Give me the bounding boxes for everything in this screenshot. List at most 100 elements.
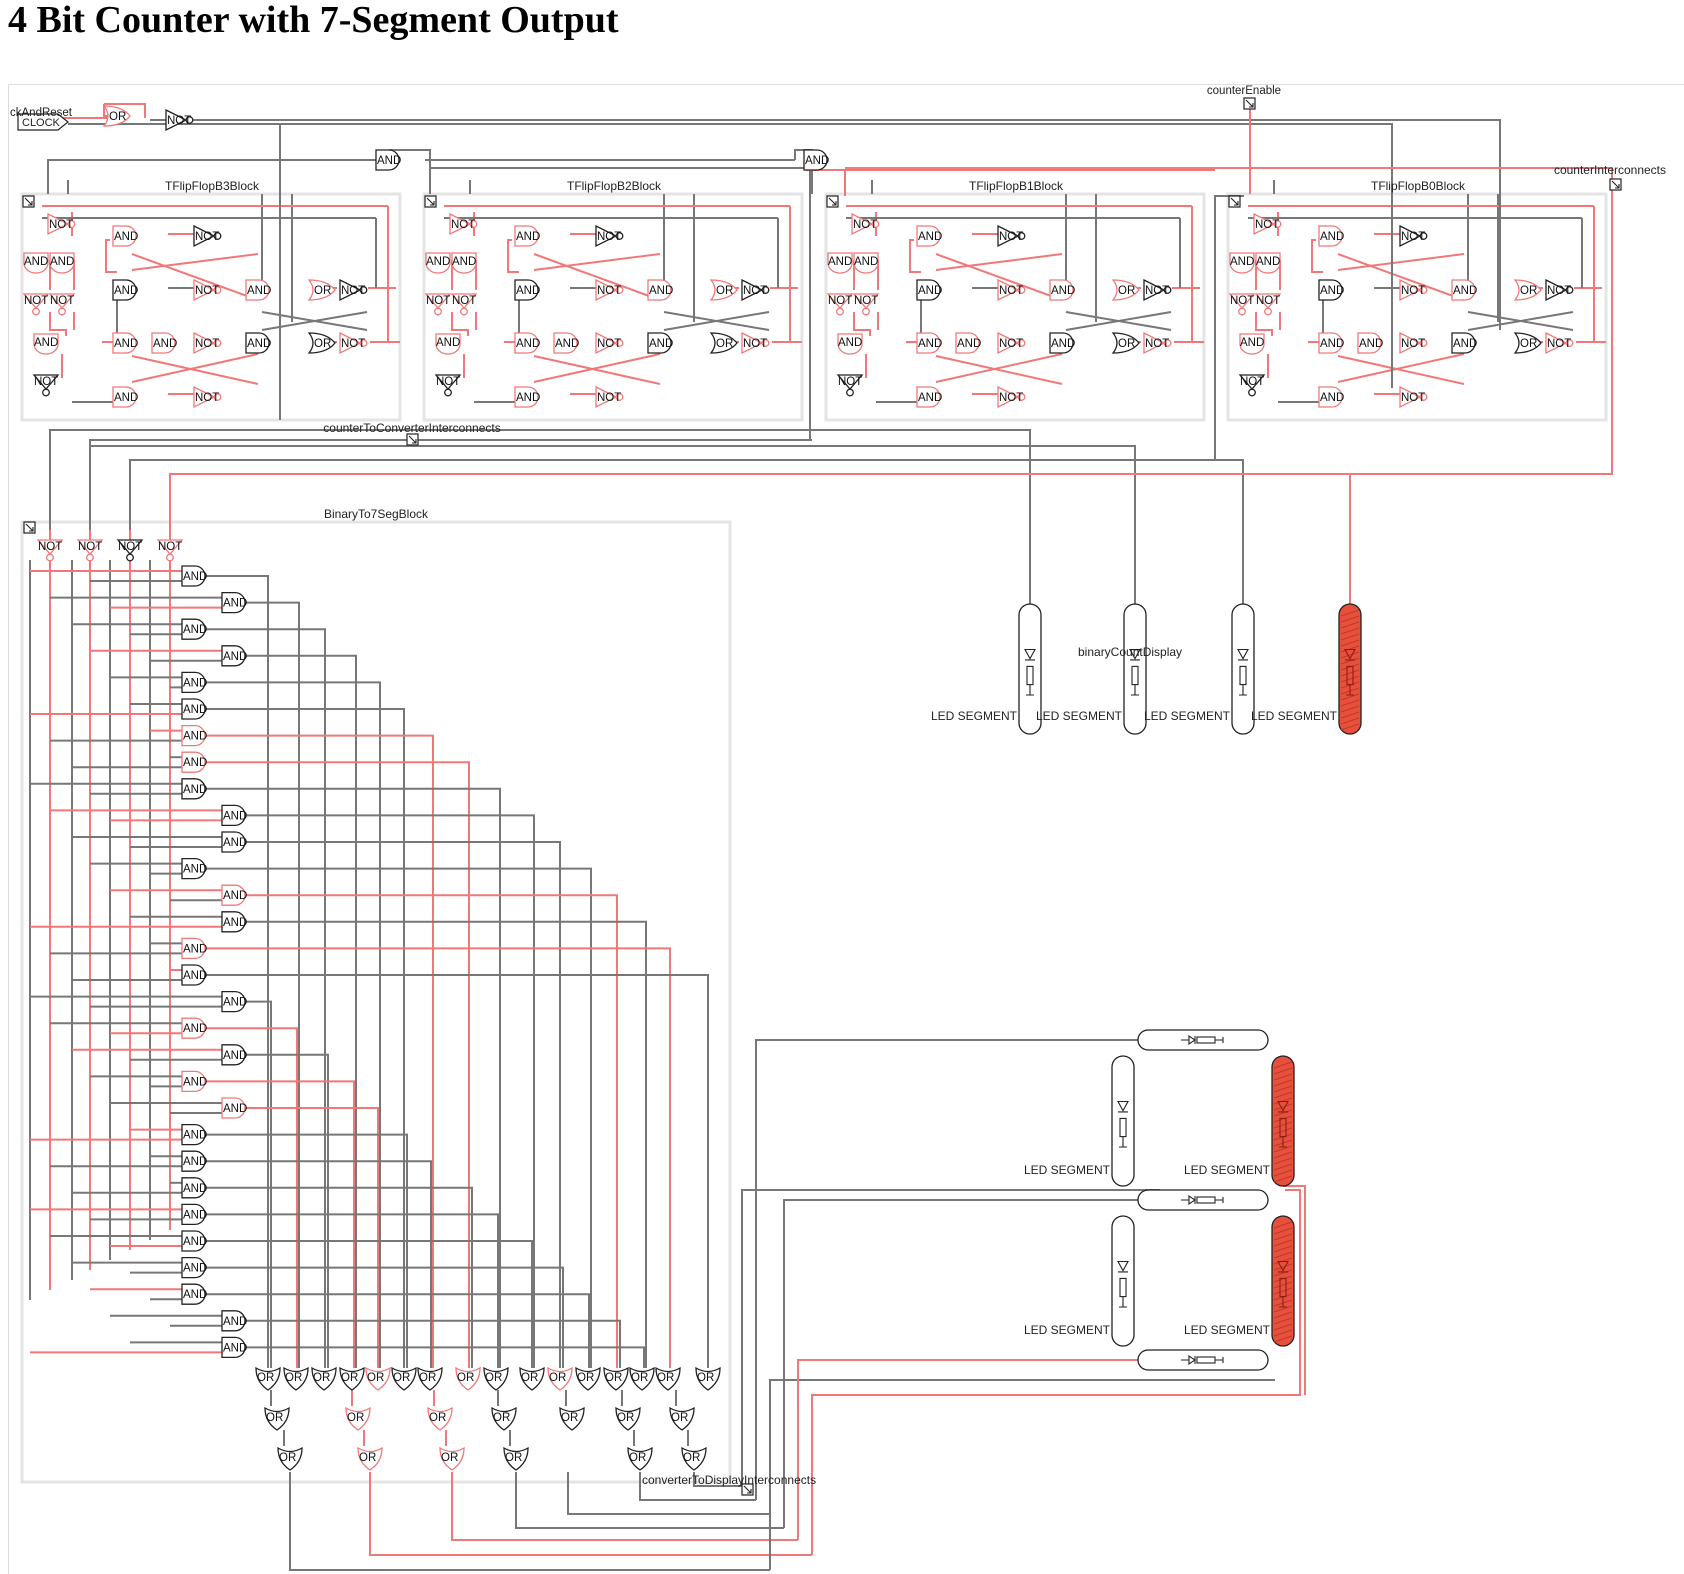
and-gate[interactable]: AND bbox=[221, 1336, 247, 1359]
not-gate[interactable]: NOT bbox=[1254, 293, 1282, 316]
or-gate[interactable]: OR bbox=[603, 1366, 629, 1391]
or-gate[interactable]: OR bbox=[519, 1366, 545, 1391]
and-gate[interactable]: AND bbox=[221, 990, 247, 1013]
not-gate[interactable]: NOT bbox=[22, 293, 50, 316]
and-gate[interactable]: AND bbox=[647, 279, 673, 301]
and-gate[interactable]: AND bbox=[33, 333, 59, 355]
not-gate[interactable]: NOT bbox=[1399, 331, 1428, 355]
and-gate[interactable]: AND bbox=[245, 332, 271, 354]
and-gate[interactable]: AND bbox=[181, 751, 207, 773]
not-gate[interactable]: NOT bbox=[449, 212, 478, 236]
not-gate[interactable]: NOT bbox=[193, 385, 222, 409]
and-gate[interactable]: AND bbox=[49, 252, 75, 274]
not-gate[interactable]: NOT bbox=[47, 212, 76, 236]
not-gate[interactable]: NOT bbox=[193, 278, 222, 302]
and-gate[interactable]: AND bbox=[1049, 332, 1075, 354]
and-gate[interactable]: AND bbox=[1318, 279, 1344, 301]
not-gate[interactable]: NOT bbox=[1399, 385, 1428, 409]
and-gate[interactable]: AND bbox=[514, 225, 540, 247]
not-gate[interactable]: NOT bbox=[165, 108, 194, 132]
and-gate[interactable]: AND bbox=[112, 386, 138, 408]
not-gate[interactable]: NOT bbox=[339, 278, 368, 302]
not-gate[interactable]: NOT bbox=[1399, 224, 1428, 248]
and-gate[interactable]: AND bbox=[181, 1177, 207, 1199]
and-gate[interactable]: AND bbox=[1229, 252, 1255, 274]
not-gate[interactable]: NOT bbox=[424, 293, 452, 316]
and-gate[interactable]: AND bbox=[181, 964, 207, 986]
and-gate[interactable]: AND bbox=[181, 937, 207, 960]
and-gate[interactable]: AND bbox=[181, 618, 207, 640]
and-gate[interactable]: AND bbox=[151, 332, 177, 354]
and-gate[interactable]: AND bbox=[375, 149, 401, 171]
or-gate[interactable]: OR bbox=[1111, 332, 1140, 354]
and-gate[interactable]: AND bbox=[221, 884, 247, 906]
and-gate[interactable]: AND bbox=[221, 1310, 247, 1332]
and-gate[interactable]: AND bbox=[221, 1097, 247, 1119]
or-gate[interactable]: OR bbox=[491, 1406, 517, 1431]
block-input-pin[interactable] bbox=[22, 195, 35, 208]
and-gate[interactable]: AND bbox=[514, 279, 540, 301]
or-gate[interactable]: OR bbox=[417, 1366, 443, 1391]
and-gate[interactable]: AND bbox=[916, 225, 942, 247]
or-gate[interactable]: OR bbox=[345, 1406, 371, 1431]
not-gate[interactable]: NOT bbox=[826, 293, 854, 316]
and-gate[interactable]: AND bbox=[181, 1123, 207, 1146]
not-gate[interactable]: NOT bbox=[997, 385, 1026, 409]
or-gate[interactable]: OR bbox=[264, 1406, 290, 1431]
and-gate[interactable]: AND bbox=[245, 279, 271, 301]
and-gate[interactable]: AND bbox=[827, 252, 853, 274]
or-gate[interactable]: OR bbox=[255, 1366, 281, 1391]
or-gate[interactable]: OR bbox=[365, 1366, 391, 1391]
and-gate[interactable]: AND bbox=[514, 332, 540, 354]
not-gate[interactable]: NOT bbox=[852, 293, 880, 316]
and-gate[interactable]: AND bbox=[1357, 332, 1383, 354]
and-gate[interactable]: AND bbox=[1255, 252, 1281, 274]
and-gate[interactable]: AND bbox=[1318, 386, 1344, 408]
block-input-pin[interactable] bbox=[1228, 195, 1241, 208]
not-gate[interactable]: NOT bbox=[193, 224, 222, 248]
and-gate[interactable]: AND bbox=[837, 333, 863, 355]
and-gate[interactable]: AND bbox=[181, 565, 207, 587]
or-gate[interactable]: OR bbox=[695, 1366, 721, 1391]
converter-input-pin[interactable] bbox=[23, 521, 36, 534]
and-gate[interactable]: AND bbox=[181, 1256, 207, 1279]
not-gate[interactable]: NOT bbox=[741, 331, 770, 355]
and-gate[interactable]: AND bbox=[221, 831, 247, 853]
and-gate[interactable]: AND bbox=[221, 804, 247, 827]
not-gate[interactable]: NOT bbox=[434, 374, 462, 397]
not-gate[interactable]: NOT bbox=[450, 293, 478, 316]
or-gate[interactable]: OR bbox=[615, 1406, 641, 1431]
or-gate[interactable]: OR bbox=[1513, 332, 1542, 354]
and-gate[interactable]: AND bbox=[514, 386, 540, 408]
counter-to-converter-pin[interactable] bbox=[406, 433, 419, 446]
not-gate[interactable]: NOT bbox=[339, 331, 368, 355]
and-gate[interactable]: AND bbox=[181, 778, 207, 800]
or-gate[interactable]: OR bbox=[629, 1366, 655, 1391]
and-gate[interactable]: AND bbox=[181, 1150, 207, 1172]
counter-enable-pin[interactable] bbox=[1243, 97, 1256, 110]
and-gate[interactable]: AND bbox=[916, 332, 942, 354]
not-gate[interactable]: NOT bbox=[156, 539, 184, 562]
and-gate[interactable]: AND bbox=[1451, 332, 1477, 354]
not-gate[interactable]: NOT bbox=[1545, 278, 1574, 302]
not-gate[interactable]: NOT bbox=[1228, 293, 1256, 316]
or-gate[interactable]: OR bbox=[339, 1366, 365, 1391]
not-gate[interactable]: NOT bbox=[595, 385, 624, 409]
and-gate[interactable]: AND bbox=[221, 1044, 247, 1066]
and-gate[interactable]: AND bbox=[181, 857, 207, 880]
and-gate[interactable]: AND bbox=[23, 252, 49, 274]
not-gate[interactable]: NOT bbox=[193, 331, 222, 355]
or-gate[interactable]: OR bbox=[1111, 279, 1140, 301]
not-gate[interactable]: NOT bbox=[836, 374, 864, 397]
or-gate[interactable]: OR bbox=[311, 1366, 337, 1391]
or-gate[interactable]: OR bbox=[391, 1366, 417, 1391]
and-gate[interactable]: AND bbox=[853, 252, 879, 274]
or-gate[interactable]: OR bbox=[547, 1366, 573, 1391]
and-gate[interactable]: AND bbox=[1451, 279, 1477, 301]
not-gate[interactable]: NOT bbox=[1399, 278, 1428, 302]
not-gate[interactable]: NOT bbox=[1545, 331, 1574, 355]
and-gate[interactable]: AND bbox=[181, 671, 207, 694]
or-gate[interactable]: OR bbox=[1513, 279, 1542, 301]
or-gate[interactable]: OR bbox=[439, 1446, 465, 1471]
